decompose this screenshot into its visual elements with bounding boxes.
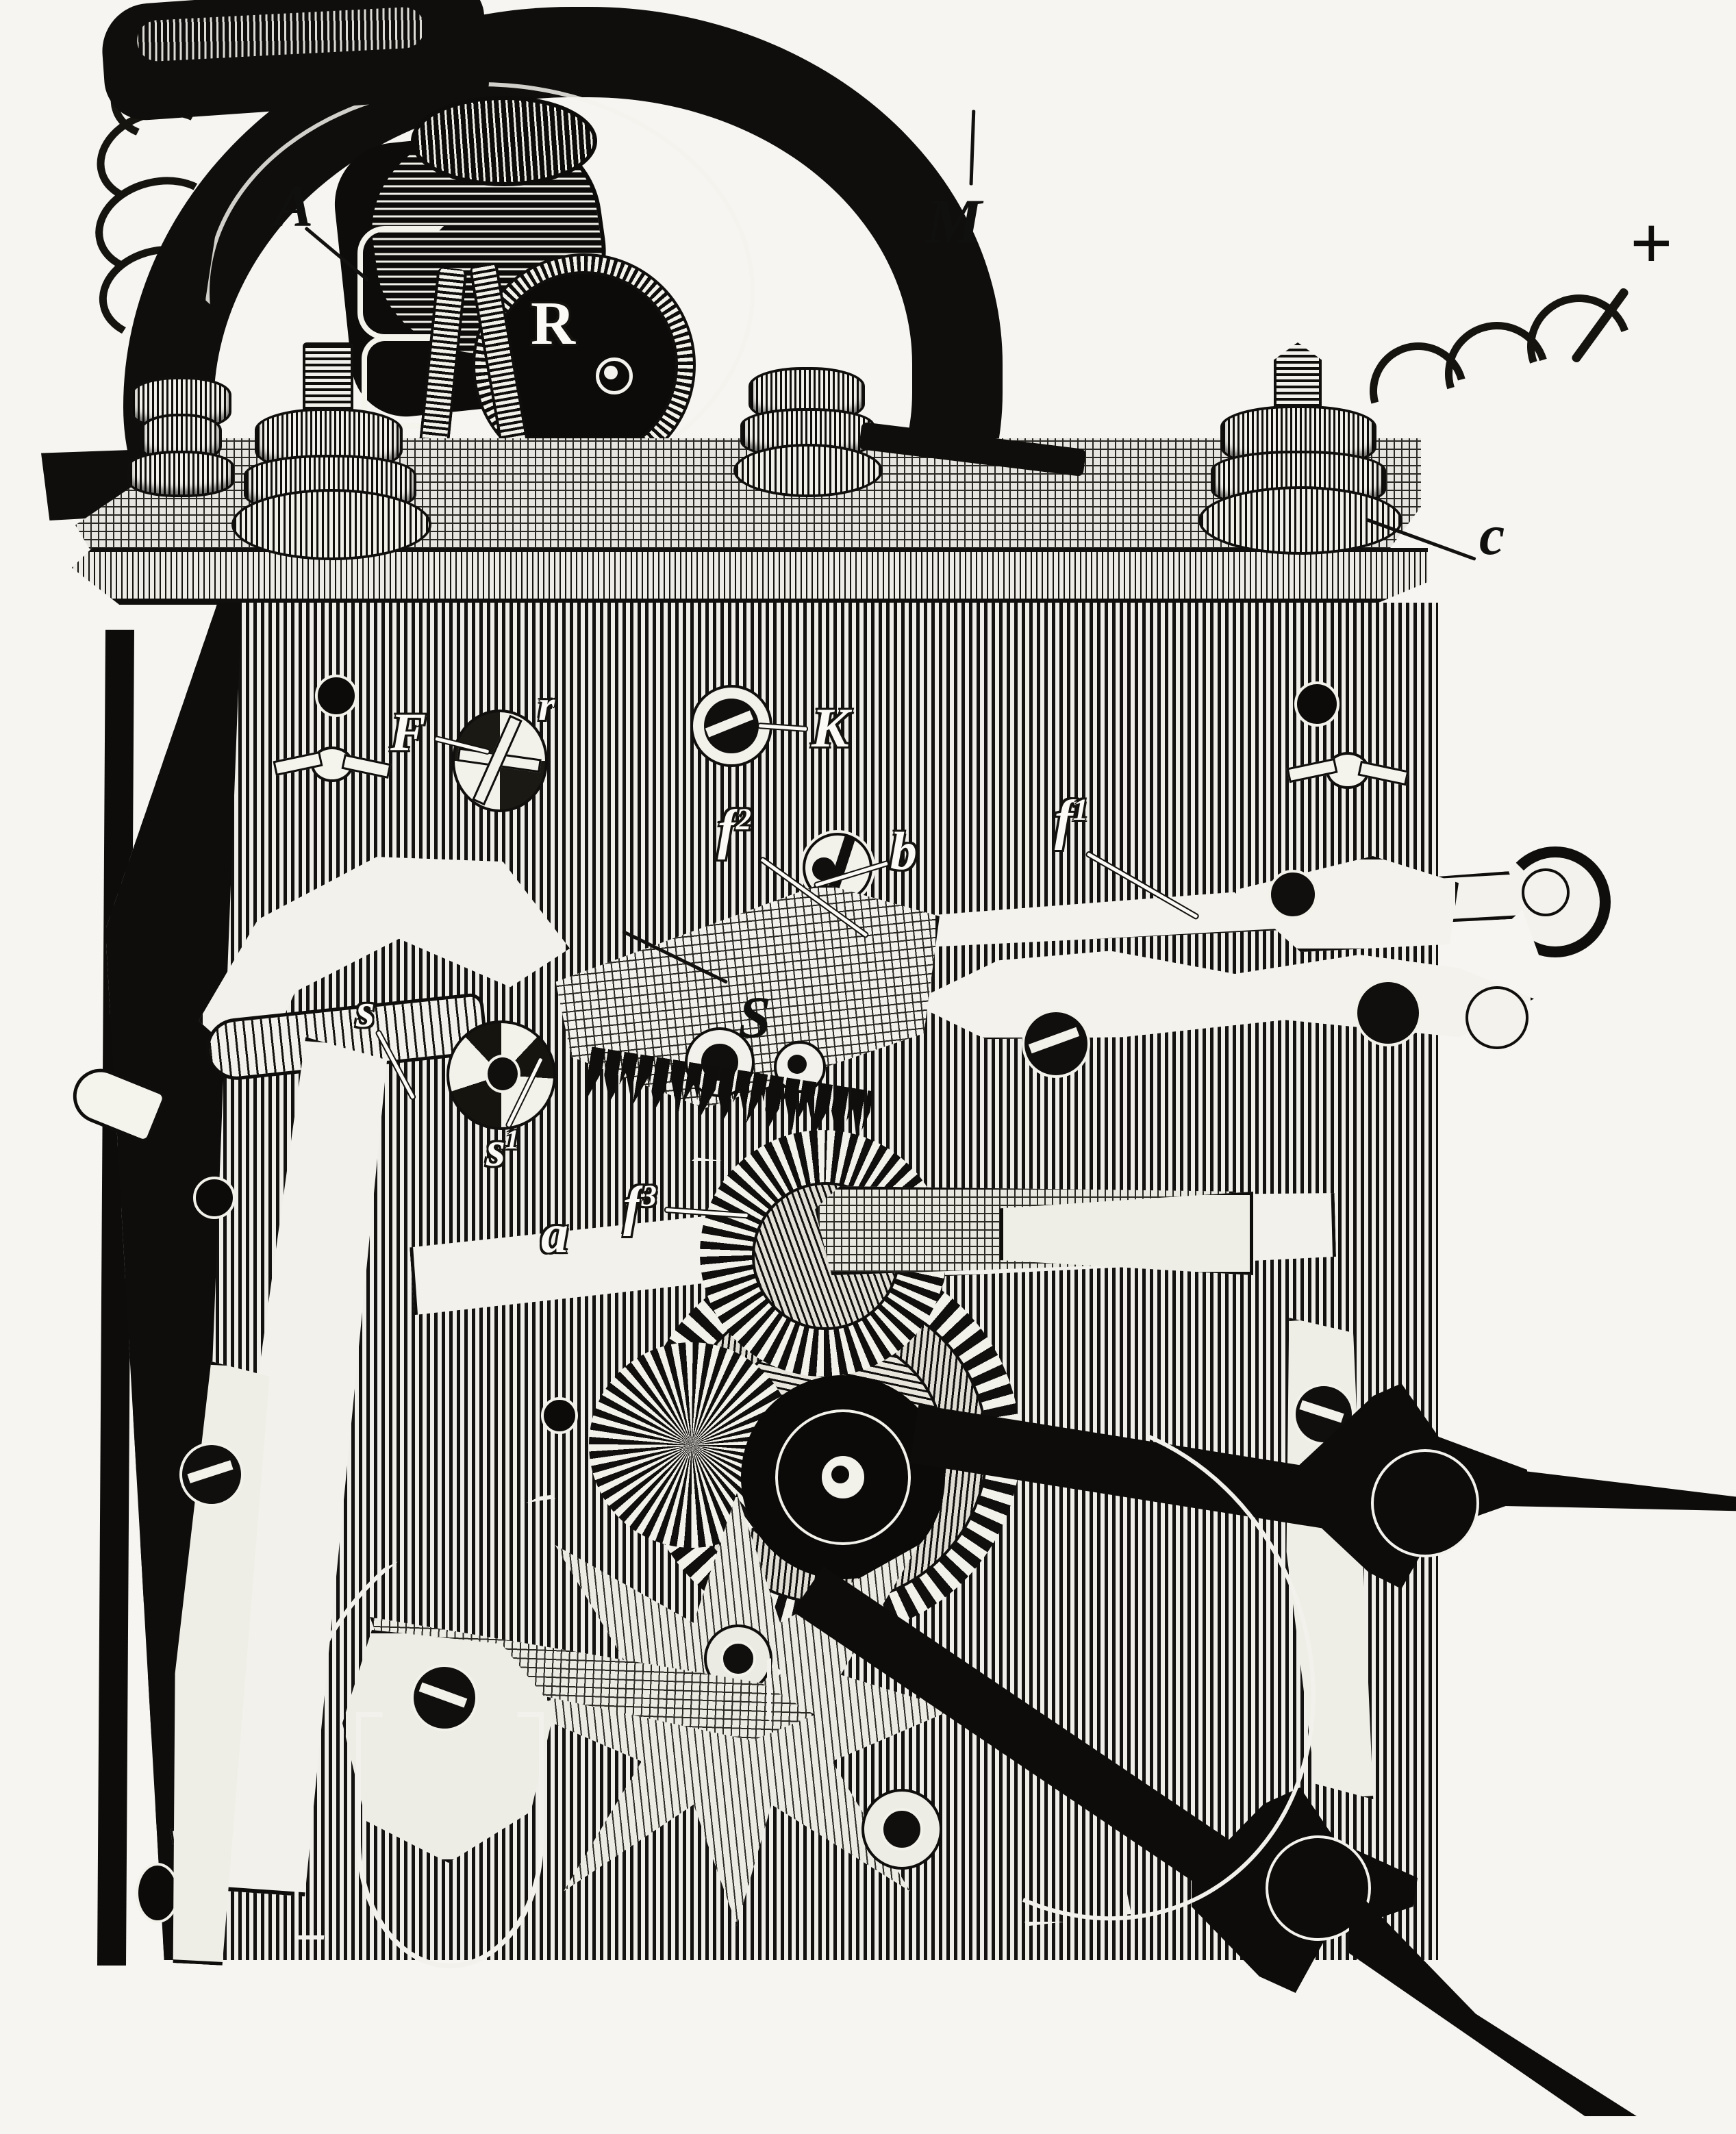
lower-left-bracket-screw bbox=[411, 1664, 478, 1731]
label-f2: f2 bbox=[718, 803, 751, 857]
binding-post-left-large bbox=[226, 342, 431, 560]
label-c: c bbox=[1479, 503, 1505, 567]
label-b: b bbox=[890, 821, 917, 881]
center-hub-core bbox=[831, 1466, 849, 1483]
label-f3: f3 bbox=[623, 1179, 657, 1234]
label-s: s bbox=[356, 985, 375, 1038]
leader-M bbox=[969, 110, 976, 186]
right-arm-screw bbox=[1355, 979, 1422, 1046]
panel-hole-upper-left bbox=[315, 675, 357, 717]
instrument-deck-edge bbox=[72, 548, 1428, 605]
label-s1-sup: 1 bbox=[505, 1124, 520, 1155]
label-f1-sup: 1 bbox=[1072, 792, 1089, 827]
panel-hole-lower-left bbox=[136, 1863, 179, 1923]
label-A: A bbox=[274, 173, 314, 239]
label-f1: f1 bbox=[1055, 793, 1088, 848]
panel-stud-left bbox=[273, 746, 392, 782]
panel-stud-right bbox=[1286, 752, 1409, 789]
label-s1-base: s bbox=[486, 1122, 506, 1177]
pinion-wheel-s1 bbox=[446, 1020, 556, 1130]
right-bracket-screw bbox=[1268, 870, 1318, 919]
label-r: r bbox=[538, 683, 555, 729]
label-S: S bbox=[738, 984, 771, 1050]
label-plus-terminal: + bbox=[1630, 201, 1673, 285]
label-s1: s1 bbox=[486, 1125, 519, 1174]
panel-hole-mid-left bbox=[193, 1177, 236, 1219]
right-lead-wire-coil bbox=[1352, 277, 1649, 457]
dark-lever-lower bbox=[792, 1561, 1637, 2116]
label-f3-base: f bbox=[623, 1177, 642, 1237]
label-F: F bbox=[390, 702, 427, 762]
label-M: M bbox=[926, 186, 982, 256]
sector-lever-eye-core bbox=[788, 1055, 807, 1074]
label-f3-sup: 3 bbox=[641, 1178, 657, 1213]
center-hub-ring bbox=[775, 1409, 911, 1545]
right-bracket-bar bbox=[1000, 1192, 1253, 1275]
label-K: K bbox=[812, 696, 849, 759]
lower-bell-crank-pivot-core bbox=[881, 1808, 923, 1850]
fly-governor-screw bbox=[452, 710, 548, 812]
label-R: R bbox=[531, 290, 575, 357]
right-arm-eye bbox=[1465, 986, 1529, 1049]
binding-post-middle bbox=[733, 363, 883, 514]
label-f2-sup: 2 bbox=[735, 801, 752, 836]
spring-lever-f1-eye bbox=[1522, 868, 1570, 916]
panel-hole-mid-center bbox=[541, 1397, 578, 1434]
panel-hole-upper-right bbox=[1294, 681, 1339, 727]
dark-lever-upper bbox=[909, 1383, 1527, 1589]
label-f2-base: f bbox=[718, 800, 736, 860]
label-f1-base: f bbox=[1055, 790, 1073, 851]
binding-post-left-small bbox=[122, 370, 238, 507]
label-a: a bbox=[541, 1204, 568, 1264]
